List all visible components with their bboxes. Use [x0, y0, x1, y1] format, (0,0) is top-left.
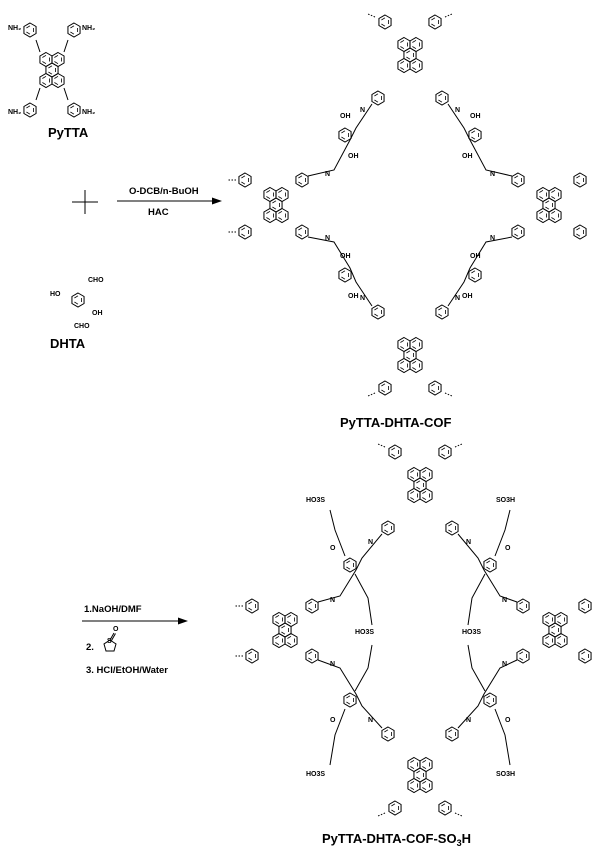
dhta-label: DHTA [50, 336, 86, 351]
sultone-structure [103, 632, 117, 652]
dhta-cho-bottom: CHO [74, 323, 90, 330]
cof1-oh-8: OH [462, 293, 473, 300]
cof2-n-4: N [502, 597, 507, 604]
cof2-structure [235, 443, 592, 817]
cof1-oh-2: OH [348, 153, 359, 160]
cof1-oh-6: OH [348, 293, 359, 300]
step1-cond-top: O-DCB/n-BuOH [129, 186, 199, 197]
cof2-sulfo-6: SO3H [496, 771, 515, 778]
cof2-n-5: N [330, 661, 335, 668]
pytta-nh2-bl: NH₂ [8, 109, 21, 116]
cof2-label-main: PyTTA-DHTA-COF-SO [322, 831, 457, 846]
cof1-n-1: N [360, 107, 365, 114]
cof1-structure [228, 13, 587, 397]
cof2-label-end: H [462, 831, 471, 846]
cof2-n-3: N [330, 597, 335, 604]
dhta-ho: HO [50, 291, 61, 298]
dhta-structure [71, 292, 85, 308]
dhta-oh: OH [92, 310, 103, 317]
cof2-o-2: O [505, 545, 511, 552]
sultone-o: O [113, 626, 119, 633]
cof2-n-8: N [466, 717, 471, 724]
cof2-sulfo-5: HO3S [306, 771, 325, 778]
cof2-o-1: O [330, 545, 336, 552]
step2-cond3: 3. HCl/EtOH/Water [86, 665, 168, 676]
cof2-o-4: O [505, 717, 511, 724]
sultone-s: S [107, 638, 112, 645]
cof1-n-2: N [455, 107, 460, 114]
cof1-n-6: N [490, 235, 495, 242]
pytta-label: PyTTA [48, 125, 89, 140]
cof1-oh-1: OH [340, 113, 351, 120]
cof1-n-3: N [325, 171, 330, 178]
cof2-sulfo-2: SO3H [496, 497, 515, 504]
cof1-oh-5: OH [340, 253, 351, 260]
cof2-n-2: N [466, 539, 471, 546]
pytta-nh2-tl: NH₂ [8, 25, 21, 32]
cof2-sulfo-3: HO3S [355, 629, 374, 636]
cof1-label: PyTTA-DHTA-COF [340, 415, 452, 430]
cof2-label: PyTTA-DHTA-COF-SO3H [322, 831, 471, 848]
cof1-n-5: N [325, 235, 330, 242]
cof1-oh-7: OH [470, 253, 481, 260]
pytta-nh2-tr: NH₂ [82, 25, 95, 32]
cof2-n-1: N [368, 539, 373, 546]
cof1-n-8: N [455, 295, 460, 302]
step2-cond1: 1.NaOH/DMF [84, 604, 142, 615]
cof1-n-7: N [360, 295, 365, 302]
step1-cond-bottom: HAC [148, 207, 169, 218]
cof1-n-4: N [490, 171, 495, 178]
cof2-sulfo-4: HO3S [462, 629, 481, 636]
cof2-label-sub: 3 [457, 838, 462, 848]
step2-cond2-num: 2. [86, 642, 94, 653]
cof2-n-7: N [368, 717, 373, 724]
cof1-oh-4: OH [462, 153, 473, 160]
cof2-o-3: O [330, 717, 336, 724]
pytta-nh2-br: NH₂ [82, 109, 95, 116]
cof2-n-6: N [502, 661, 507, 668]
pytta-structure [23, 22, 81, 118]
cof2-sulfo-1: HO3S [306, 497, 325, 504]
dhta-cho-top: CHO [88, 277, 104, 284]
cof1-oh-3: OH [470, 113, 481, 120]
